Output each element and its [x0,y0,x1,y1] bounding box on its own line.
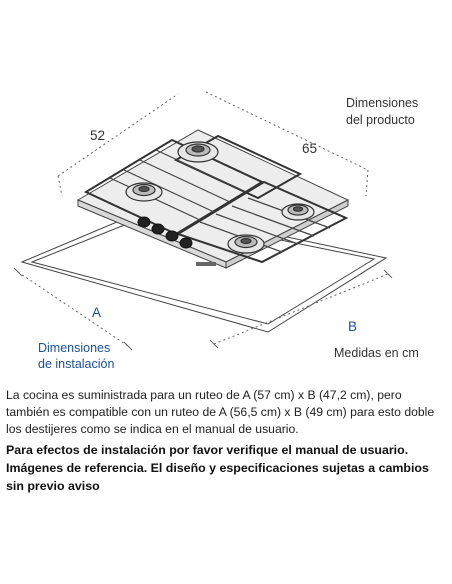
product-depth-value: 65 [302,141,318,156]
installation-notice: Para efectos de instalación por favor ve… [6,443,429,493]
cutout-b-label: B [348,319,358,334]
cutout-a-label: A [92,305,102,320]
cutout-dimension-lines [17,271,389,347]
brand-plate [196,262,216,266]
units-note: Medidas en cm [334,346,419,360]
installation-description: La cocina es suministrada para un ruteo … [6,388,435,436]
product-dimensions-line2: del producto [346,113,415,127]
product-width-value: 52 [90,128,106,143]
installation-cutout-outline [20,207,388,333]
burner-left [125,182,163,202]
product-dimension-lines [57,91,369,197]
burner-right [281,203,315,221]
burner-large-back [177,141,219,163]
cutout-dimension-ticks [13,267,393,351]
installation-dimensions-line2: de instalación [38,357,115,371]
installation-dimensions-line1: Dimensiones [38,341,111,355]
control-knobs [137,216,193,249]
product-dimensions-line1: Dimensiones [346,96,419,110]
burner-front [227,234,265,254]
cooktop-installation-diagram [13,91,393,351]
